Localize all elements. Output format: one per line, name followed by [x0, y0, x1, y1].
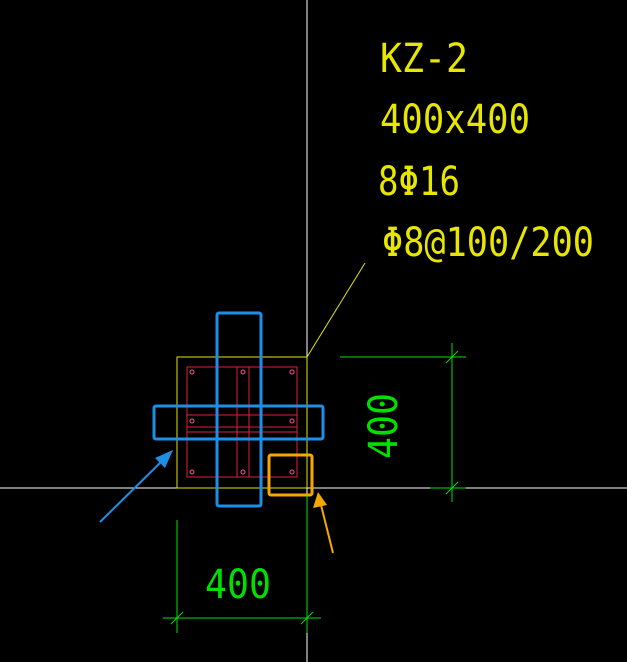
- blue-cross-highlight: [152, 311, 325, 508]
- orange-corner-highlight: [267, 453, 314, 497]
- inner-stirrup-vertical: [236, 366, 250, 478]
- dim-tick-right: [300, 611, 314, 625]
- annotation-leader-line: [306, 262, 366, 358]
- stirrup-label: Φ8@100/200: [382, 220, 594, 266]
- blue-vertical-bar-highlight: [215, 311, 263, 508]
- column-section-label: 400x400: [380, 97, 530, 143]
- horizontal-dimension: [163, 496, 321, 633]
- orange-arrow-icon: [313, 492, 334, 554]
- inner-stirrup-horizontal: [186, 414, 298, 428]
- dim-tick-left: [170, 611, 184, 625]
- horizontal-dimension-text: 400: [205, 562, 271, 608]
- rebar-bar: [189, 418, 195, 424]
- rebar-bar: [240, 469, 246, 475]
- column-outline: [176, 356, 308, 489]
- column-name-label: KZ-2: [380, 36, 468, 82]
- rebar-bars: [189, 369, 295, 475]
- rebar-bar: [189, 369, 195, 375]
- vertical-dimension: [340, 343, 466, 502]
- rebar-bar: [240, 369, 246, 375]
- column-annotation: KZ-2 400x400 8Φ16 Φ8@100/200: [378, 36, 594, 266]
- rebar-bar: [289, 469, 295, 475]
- vertical-dimension-text: 400: [361, 393, 407, 459]
- dim-tick-bottom: [445, 481, 459, 495]
- rebar-bar: [289, 369, 295, 375]
- blue-horizontal-bar-highlight: [152, 404, 325, 441]
- rebar-bar: [189, 469, 195, 475]
- rebar-cage: [186, 366, 298, 478]
- dim-tick-top: [445, 350, 459, 364]
- outer-stirrup: [186, 366, 298, 478]
- rebar-bar: [289, 418, 295, 424]
- main-rebar-label: 8Φ16: [378, 159, 460, 205]
- blue-arrow-icon: [99, 450, 173, 523]
